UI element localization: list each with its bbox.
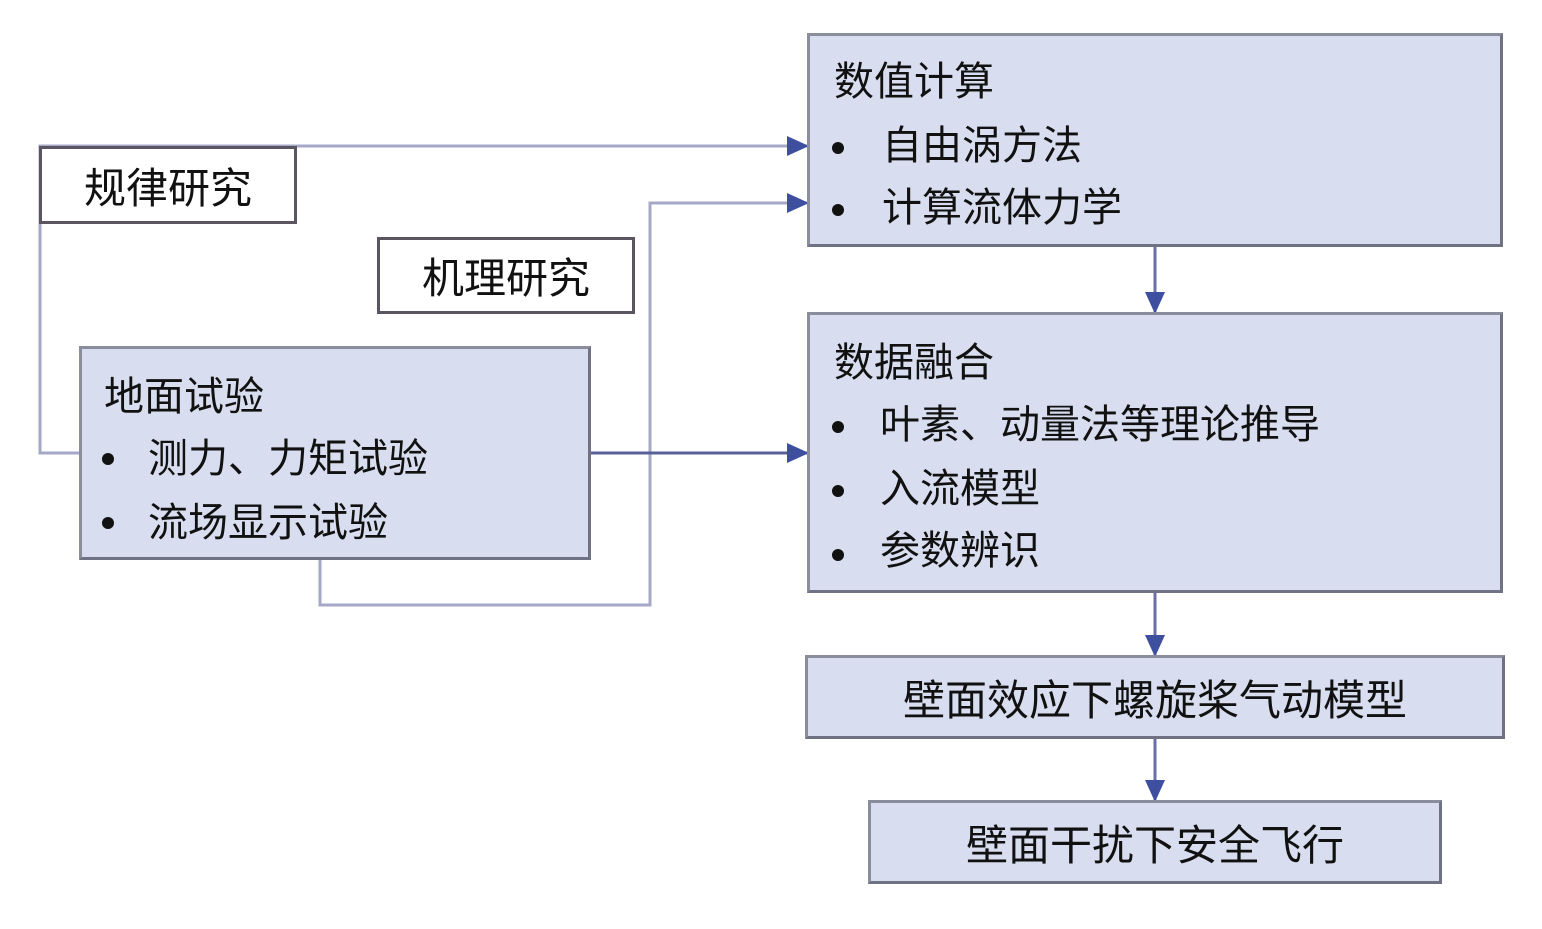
- aero-model-label: 壁面效应下螺旋桨气动模型: [902, 675, 1407, 725]
- aero-model-box: 壁面效应下螺旋桨气动模型: [805, 655, 1505, 739]
- ground-test-box: 地面试验 测力、力矩试验 流场显示试验: [79, 346, 591, 560]
- data-fusion-item: 入流模型: [880, 466, 1040, 512]
- bullet-icon: [102, 453, 114, 465]
- law-research-label: 规律研究: [83, 163, 252, 213]
- bullet-icon: [832, 485, 844, 497]
- ground-test-title: 地面试验: [104, 374, 264, 420]
- ground-test-item: 测力、力矩试验: [148, 436, 428, 482]
- bullet-icon: [832, 204, 844, 216]
- data-fusion-title: 数据融合: [834, 340, 994, 386]
- data-fusion-item: 参数辨识: [880, 528, 1040, 574]
- numerical-computation-box: 数值计算 自由涡方法 计算流体力学: [807, 33, 1503, 247]
- connector-law-research: [38, 136, 809, 455]
- data-fusion-box: 数据融合 叶素、动量法等理论推导 入流模型 参数辨识: [807, 312, 1503, 593]
- mechanism-research-label-box: 机理研究: [377, 237, 635, 314]
- bullet-icon: [102, 517, 114, 529]
- safe-flight-box: 壁面干扰下安全飞行: [868, 800, 1442, 884]
- bullet-icon: [832, 421, 844, 433]
- law-research-label-box: 规律研究: [39, 146, 297, 224]
- bullet-icon: [832, 142, 844, 154]
- mechanism-research-label: 机理研究: [421, 254, 590, 303]
- numerical-computation-item: 计算流体力学: [882, 185, 1122, 231]
- data-fusion-item: 叶素、动量法等理论推导: [880, 402, 1320, 448]
- connector-mechanism-research: [318, 193, 809, 607]
- ground-test-item: 流场显示试验: [148, 500, 388, 546]
- numerical-computation-title: 数值计算: [834, 59, 994, 105]
- numerical-computation-item: 自由涡方法: [882, 123, 1082, 169]
- safe-flight-label: 壁面干扰下安全飞行: [965, 820, 1344, 870]
- bullet-icon: [832, 549, 844, 561]
